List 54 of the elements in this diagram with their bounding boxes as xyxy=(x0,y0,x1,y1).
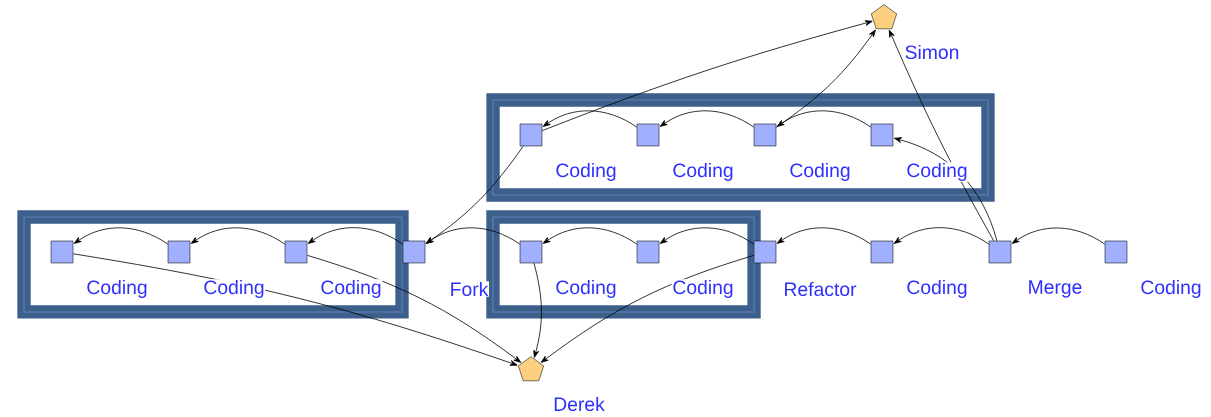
group-frame xyxy=(17,210,409,319)
commit-square xyxy=(402,240,426,264)
commit-square xyxy=(753,240,777,264)
commit-square xyxy=(519,240,543,264)
arrow xyxy=(893,227,990,245)
node-label: Coding xyxy=(788,162,852,182)
arrow xyxy=(776,227,872,245)
arrow xyxy=(72,253,518,366)
arrow xyxy=(542,110,638,128)
group-frame xyxy=(486,210,761,319)
commit-square xyxy=(167,240,191,264)
author-pentagon xyxy=(518,356,544,382)
node-label: Coding xyxy=(319,279,383,299)
node-label: Coding xyxy=(554,162,618,182)
arrow xyxy=(533,262,542,358)
commit-square xyxy=(636,240,660,264)
author-pentagon xyxy=(871,4,897,30)
arrow xyxy=(190,227,286,245)
arrow xyxy=(542,227,638,245)
node-label: Coding xyxy=(554,279,618,299)
arrow xyxy=(1011,227,1106,245)
node-label: Derek xyxy=(552,396,606,412)
node-label: Fork xyxy=(449,281,489,297)
node-label: Coding xyxy=(905,162,969,182)
commit-square xyxy=(519,123,543,147)
arrow xyxy=(659,110,755,128)
arrow xyxy=(306,254,522,363)
arrow xyxy=(541,20,873,131)
commit-square xyxy=(636,123,660,147)
node-label: Simon xyxy=(903,44,961,60)
commit-square xyxy=(870,240,894,264)
commit-square xyxy=(870,123,894,147)
node-label: Merge xyxy=(1026,279,1084,299)
arrow xyxy=(73,227,169,245)
node-label: Refactor xyxy=(782,281,858,297)
node-label: Coding xyxy=(671,162,735,182)
node-label: Coding xyxy=(1139,279,1203,299)
arrow xyxy=(776,110,872,128)
commit-square xyxy=(1104,240,1128,264)
commit-square xyxy=(50,240,74,264)
arrow xyxy=(307,227,404,245)
arrow xyxy=(775,29,876,128)
commit-square xyxy=(988,240,1012,264)
arrow xyxy=(888,29,995,242)
commit-square xyxy=(753,123,777,147)
node-label: Coding xyxy=(202,279,266,299)
node-label: Coding xyxy=(905,279,969,299)
node-label: Coding xyxy=(671,279,735,299)
arrow xyxy=(659,227,755,245)
commit-square xyxy=(284,240,308,264)
arrow xyxy=(425,145,524,244)
node-label: Coding xyxy=(85,279,149,299)
group-frame xyxy=(486,93,995,202)
arrow xyxy=(540,255,755,363)
